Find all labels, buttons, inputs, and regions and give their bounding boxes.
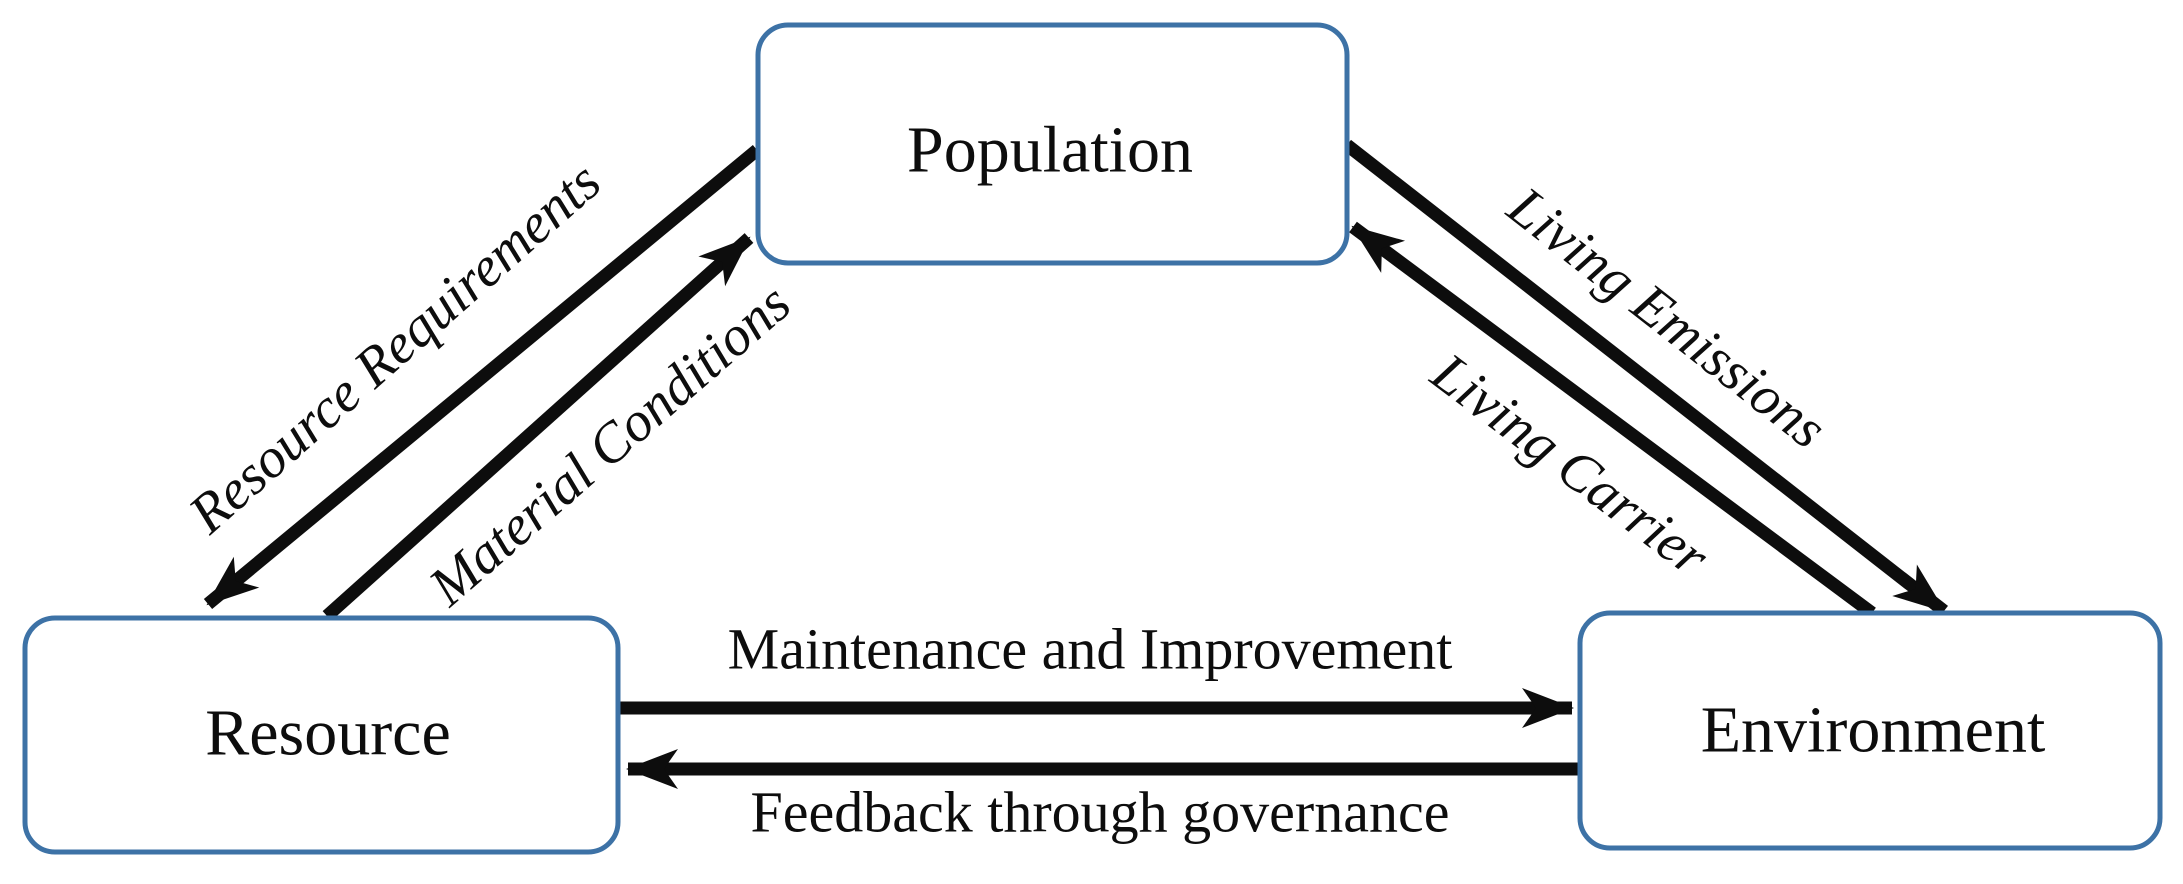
edge-maintenance-and-improvement: Maintenance and Improvement [618, 617, 1574, 728]
resource-box [22, 615, 621, 855]
material-conditions-arrow [322, 233, 754, 621]
edge-material-conditions: Material Conditions [322, 233, 802, 621]
living-carrier-arrow [1349, 221, 1876, 619]
population-label: Population [907, 114, 1193, 187]
environment-label: Environment [1701, 694, 2046, 767]
living-emissions-arrow [1343, 139, 1948, 617]
resource-label: Resource [205, 697, 451, 770]
feedback-through-governance-label: Feedback through governance [751, 780, 1450, 845]
environment-node: Environment [1577, 610, 2163, 851]
resource-requirements-arrow [203, 144, 762, 610]
population-node: Population [755, 22, 1350, 266]
population-box [755, 22, 1350, 266]
material-conditions-label: Material Conditions [417, 272, 802, 618]
environment-box [1577, 610, 2163, 851]
edge-feedback-through-governance: Feedback through governance [626, 749, 1580, 845]
resource-node: Resource [22, 615, 621, 855]
maintenance-and-improvement-label: Maintenance and Improvement [728, 617, 1453, 682]
